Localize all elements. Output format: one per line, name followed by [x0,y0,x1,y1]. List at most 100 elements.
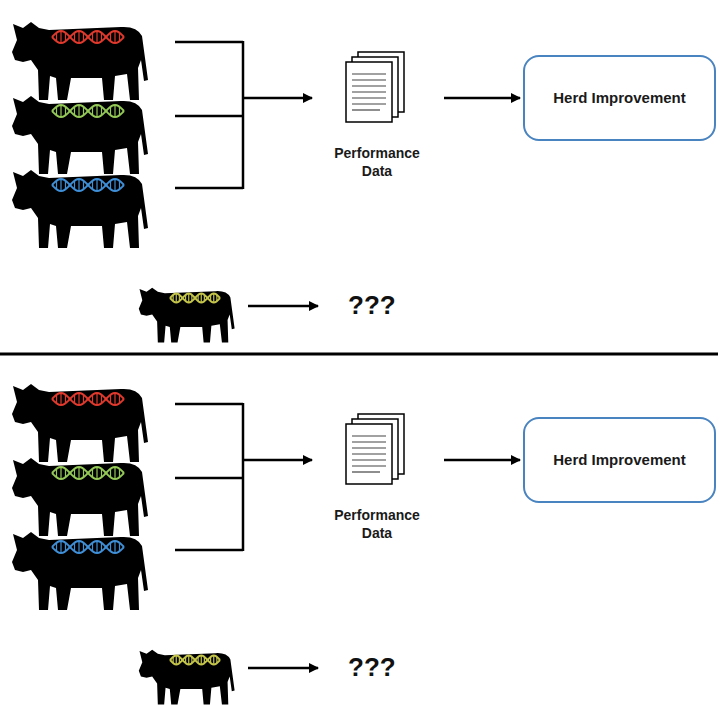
dna-strand [52,541,124,553]
dna-rung [201,294,202,303]
dna-rung [60,179,61,191]
node-text: Performance Data [318,144,436,180]
dna-rung [96,179,97,191]
flow-arrow [444,97,520,100]
divider-line [0,353,718,356]
dna-rung [101,395,102,403]
dna-strand [52,31,124,43]
dna-rung [65,395,66,403]
dna-rung [179,295,180,301]
dna-rung [78,393,79,405]
flow-arrow [444,459,520,462]
dna-rung [65,33,66,41]
dna-rung [114,541,115,553]
dna-rung [119,469,120,477]
dna-rung [119,543,120,551]
dna-rung [92,107,93,115]
dna-rung [114,393,115,405]
dna-strand [52,105,124,117]
dna-rung [110,543,111,551]
dna-rung [60,31,61,43]
node-text: Herd Improvement [543,82,696,114]
dna-rung [204,295,205,301]
dna-strand [52,31,124,43]
dna-strand [170,294,220,303]
dna-rung [65,543,66,551]
node-text: Performance Data [318,506,436,542]
dna-rung [101,33,102,41]
dna-rung [101,107,102,115]
dna-rung [188,656,189,665]
dna-rung [78,105,79,117]
dna-rung [74,181,75,189]
dna-rung [92,33,93,41]
dna-strand [52,105,124,117]
dna-rung [65,181,66,189]
dna-rung [83,181,84,189]
dna-rung [114,179,115,191]
dna-rung [56,469,57,477]
unknown-mark: ??? [348,290,396,320]
dna-rung [74,543,75,551]
dna-rung [204,657,205,663]
dna-rung [65,107,66,115]
process-box: Herd Improvement [523,55,716,141]
dna-strand [52,467,124,479]
dna-strand [170,294,220,303]
node-text: Herd Improvement [543,444,696,476]
dna-rung [173,657,174,663]
process-box: Herd Improvement [523,417,716,503]
dna-rung [60,467,61,479]
dna-rung [78,541,79,553]
dna-rung [65,469,66,477]
dna-rung [96,393,97,405]
dna-rung [83,469,84,477]
dna-rung [78,179,79,191]
dna-rung [78,31,79,43]
dna-rung [110,33,111,41]
dna-rung [173,295,174,301]
dna-rung [101,469,102,477]
dna-rung [56,107,57,115]
dna-rung [60,541,61,553]
dna-strand [52,393,124,405]
dna-rung [185,295,186,301]
dna-rung [119,181,120,189]
dna-rung [191,295,192,301]
dna-rung [96,105,97,117]
dna-strand [170,656,220,665]
dna-rung [110,181,111,189]
unknown-mark: ??? [348,652,396,682]
dna-rung [96,467,97,479]
dna-rung [114,31,115,43]
dna-rung [198,657,199,663]
dna-rung [119,395,120,403]
dna-rung [56,181,57,189]
dna-rung [110,469,111,477]
dna-rung [110,107,111,115]
dna-rung [96,31,97,43]
dna-strand [52,393,124,405]
document-node: Performance Data [318,44,436,180]
dna-rung [210,295,211,301]
dna-rung [92,543,93,551]
dna-rung [188,294,189,303]
dna-rung [185,657,186,663]
dna-rung [96,541,97,553]
dna-rung [119,107,120,115]
dna-strand [52,179,124,191]
dna-rung [83,107,84,115]
dna-rung [60,105,61,117]
dna-rung [101,181,102,189]
dna-rung [56,33,57,41]
dna-rung [114,467,115,479]
dna-rung [216,295,217,301]
dna-strand [52,541,124,553]
dna-rung [74,33,75,41]
dna-rung [56,395,57,403]
dna-rung [92,469,93,477]
dna-rung [101,543,102,551]
dna-rung [56,543,57,551]
dna-rung [74,395,75,403]
dna-rung [74,107,75,115]
